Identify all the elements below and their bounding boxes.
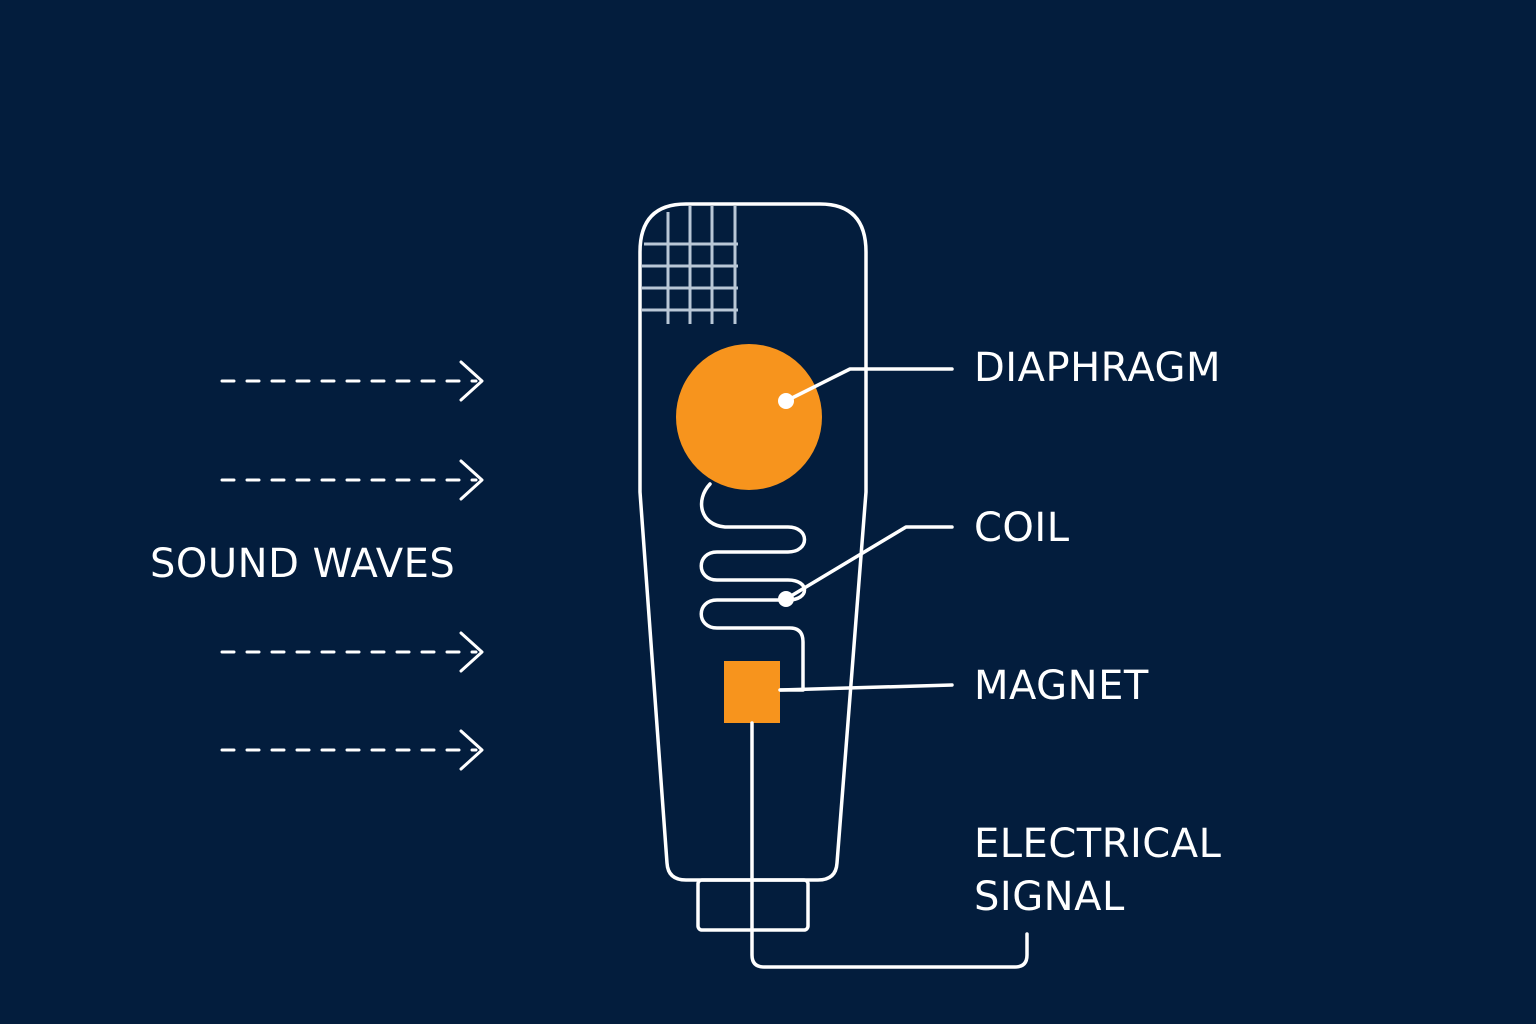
sound-wave-arrow-3-icon xyxy=(220,631,484,673)
sound-wave-arrow-2-icon xyxy=(220,459,484,501)
diaphragm-label: DIAPHRAGM xyxy=(974,345,1221,391)
magnet-label: MAGNET xyxy=(974,663,1149,709)
microphone-body-icon xyxy=(638,202,868,882)
electrical-signal-label-line-1: ELECTRICAL xyxy=(974,821,1222,867)
coil-leader-line xyxy=(784,525,954,601)
coil-wire xyxy=(699,482,807,692)
diaphragm-disc xyxy=(676,344,822,490)
coil-label: COIL xyxy=(974,505,1070,551)
magnet-block xyxy=(724,661,780,723)
grille-mesh-icon xyxy=(642,206,738,324)
electrical-signal-label-line-2: SIGNAL xyxy=(974,874,1125,920)
diaphragm-leader-line xyxy=(784,367,954,403)
sound-wave-arrows xyxy=(220,360,484,771)
signal-wire xyxy=(750,721,1029,969)
sound-wave-arrow-4-icon xyxy=(220,729,484,771)
sound-wave-arrow-1-icon xyxy=(220,360,484,402)
sound-waves-label: SOUND WAVES xyxy=(150,541,455,587)
coil-leader-dot xyxy=(778,591,794,607)
diaphragm-leader-dot xyxy=(778,393,794,409)
magnet-leader-line xyxy=(778,683,954,692)
